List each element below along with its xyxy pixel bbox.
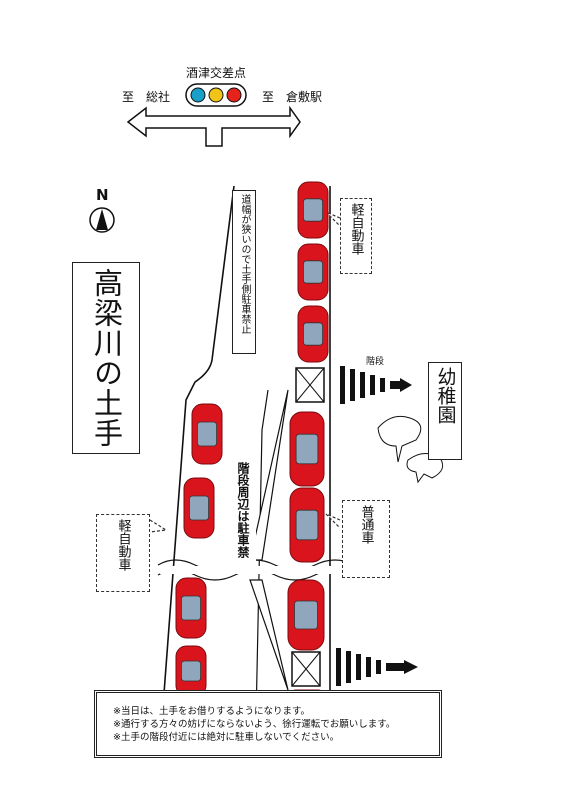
parked-car <box>175 645 207 697</box>
notes-box: ※当日は、土手をお借りするようになります。 ※通行する方々の妨げにならないよう、… <box>94 690 442 758</box>
right-destination: 至 倉敷駅 <box>262 90 323 104</box>
cars-layer <box>175 181 329 707</box>
parked-car <box>297 243 329 301</box>
parked-car <box>289 487 325 563</box>
bank-middle-edge <box>255 389 269 721</box>
compass-label: N <box>96 186 109 204</box>
parked-car <box>289 411 325 487</box>
direction-arrow <box>126 105 301 147</box>
kei-car-label-left: 軽自動車 <box>96 514 150 592</box>
stairs-arrow-1 <box>340 366 412 404</box>
parked-car <box>287 579 325 651</box>
left-destination: 至 総社 <box>122 90 171 104</box>
note-line-3: ※土手の階段付近には絶対に駐車しないでください。 <box>113 732 340 743</box>
signal-light-red <box>226 87 242 103</box>
stairs-no-parking-notice: 階段周辺は駐車禁 <box>230 456 256 572</box>
parked-car <box>297 305 329 363</box>
stairs-label: 階段 <box>366 357 385 367</box>
stairs-marker-1 <box>295 367 325 403</box>
signal-light-blue <box>190 87 206 103</box>
stairs-marker-2 <box>291 651 321 687</box>
note-line-2: ※通行する方々の妨げにならないよう、徐行運転でお願いします。 <box>113 719 396 730</box>
parked-car <box>175 577 207 639</box>
kei-car-label-top: 軽自動車 <box>340 198 372 274</box>
map-title: 高梁川の土手 <box>89 268 124 448</box>
bank-edge <box>161 185 235 721</box>
ginkgo-leaf-icon-2 <box>406 453 444 484</box>
parked-car <box>191 403 223 465</box>
parked-car <box>297 181 329 239</box>
title-box: 高梁川の土手 <box>72 262 140 454</box>
intersection-name: 酒津交差点 <box>186 66 247 80</box>
regular-car-label: 普通車 <box>342 500 390 578</box>
parked-car <box>183 477 215 539</box>
stairs-arrow-2 <box>336 648 418 686</box>
warning-pointer <box>249 389 289 561</box>
note-line-1: ※当日は、土手をお借りするようになります。 <box>113 706 311 717</box>
kindergarten-box: 幼稚園 <box>428 362 462 460</box>
ginkgo-leaf-icon <box>377 415 422 463</box>
signal-light-yellow <box>208 87 224 103</box>
narrow-road-notice: 道幅が狭いので土手側駐車禁止 <box>232 190 256 354</box>
